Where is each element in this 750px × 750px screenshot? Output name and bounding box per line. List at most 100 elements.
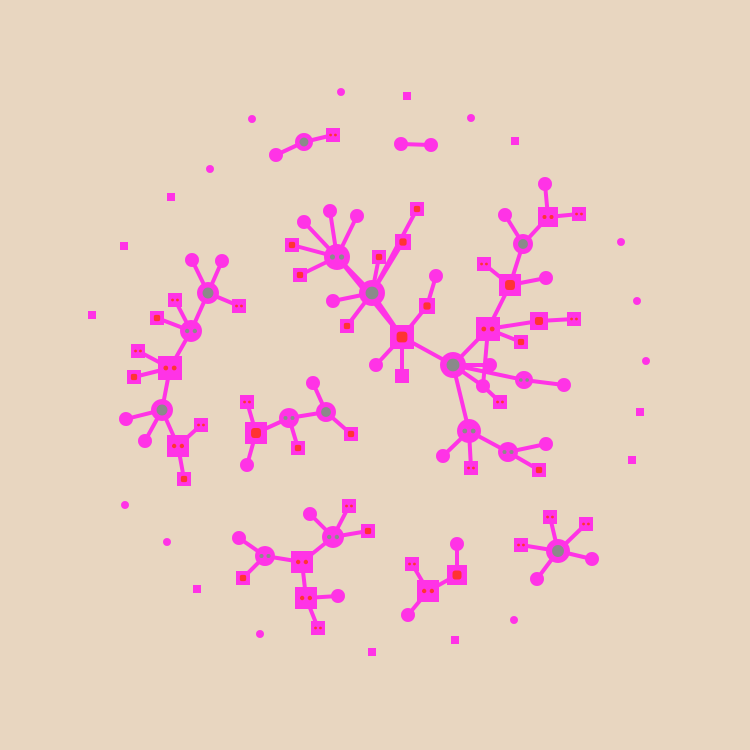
node-dot [184,328,190,334]
square-node [158,356,182,380]
node-dot [517,543,520,547]
circle-node [539,437,553,451]
node-b2 [395,234,411,250]
node-dot [345,504,348,508]
square-node [311,621,325,635]
square-node [168,293,182,307]
node-dot [501,400,504,404]
square-node [538,207,558,227]
square-node [628,456,636,464]
node-l7 [150,311,164,325]
node-dot [350,504,353,508]
node-r1 [546,539,570,563]
node-iso18 [368,648,376,656]
node-core [518,239,528,249]
node-iso5 [206,165,214,173]
node-dot [179,443,185,449]
node-core [153,314,161,322]
square-node [403,92,411,100]
node-a1 [297,215,311,229]
node-a4 [285,238,299,252]
node-core [423,302,431,310]
node-dot [139,349,142,353]
node-t2 [326,128,340,142]
node-dot [582,522,585,526]
node-dot [259,554,264,558]
circle-node [401,608,415,622]
node-r3 [579,517,593,531]
circle-node [498,442,518,462]
node-dot [580,212,583,216]
edge-hub1-b1 [370,207,419,295]
square-node [451,636,459,644]
node-core [202,287,214,299]
circle-node [206,165,214,173]
node-iso7 [120,242,128,250]
circle-node [297,215,311,229]
node-iso6 [167,193,175,201]
square-node [120,242,128,250]
node-c1 [429,269,443,283]
node-t3 [269,148,283,162]
node-core [294,444,302,452]
node-e1 [530,312,548,330]
square-node [291,551,313,573]
circle-node [436,449,450,463]
node-dot [551,515,554,519]
node-dot [519,378,523,382]
node-q5 [450,537,464,551]
node-dot [480,262,483,266]
node-t5 [424,138,438,152]
node-dot [485,262,488,266]
node-dot [472,466,475,470]
square-node [464,461,478,475]
node-iso10 [633,297,641,305]
node-f6 [532,463,546,477]
node-dot [481,326,487,332]
node-dot [134,349,137,353]
node-core [299,137,309,147]
node-hub3 [440,352,466,378]
node-hub1 [359,280,385,306]
node-dot [546,515,549,519]
node-p2 [322,526,344,548]
circle-node [232,531,246,545]
circle-node [585,552,599,566]
node-m7 [240,458,254,472]
node-iso9 [617,238,625,246]
node-core [399,238,407,246]
square-node [342,499,356,513]
node-core [251,428,261,438]
square-node [543,510,557,524]
node-l8 [158,356,182,380]
node-iso19 [451,636,459,644]
node-r4 [585,552,599,566]
node-m5 [245,422,267,444]
node-iso16 [193,585,201,593]
circle-node [138,434,152,448]
circle-node [515,371,533,389]
circle-node [306,376,320,390]
node-core [288,241,296,249]
circle-node [180,320,202,342]
node-core [517,338,525,346]
node-l14 [167,435,189,457]
node-l6 [168,293,182,307]
square-node [295,587,317,609]
node-l15 [194,418,208,432]
node-t1 [295,133,313,151]
node-r2 [543,510,557,524]
square-node [88,311,96,319]
square-node [477,257,491,271]
node-p8 [236,571,250,585]
circle-node [539,271,553,285]
node-dot [314,626,317,630]
node-core [347,430,355,438]
node-p5 [361,524,375,538]
node-iso20 [510,616,518,624]
node-b5 [340,319,354,333]
node-l5 [180,320,202,342]
node-dot [570,317,573,321]
square-node [368,648,376,656]
